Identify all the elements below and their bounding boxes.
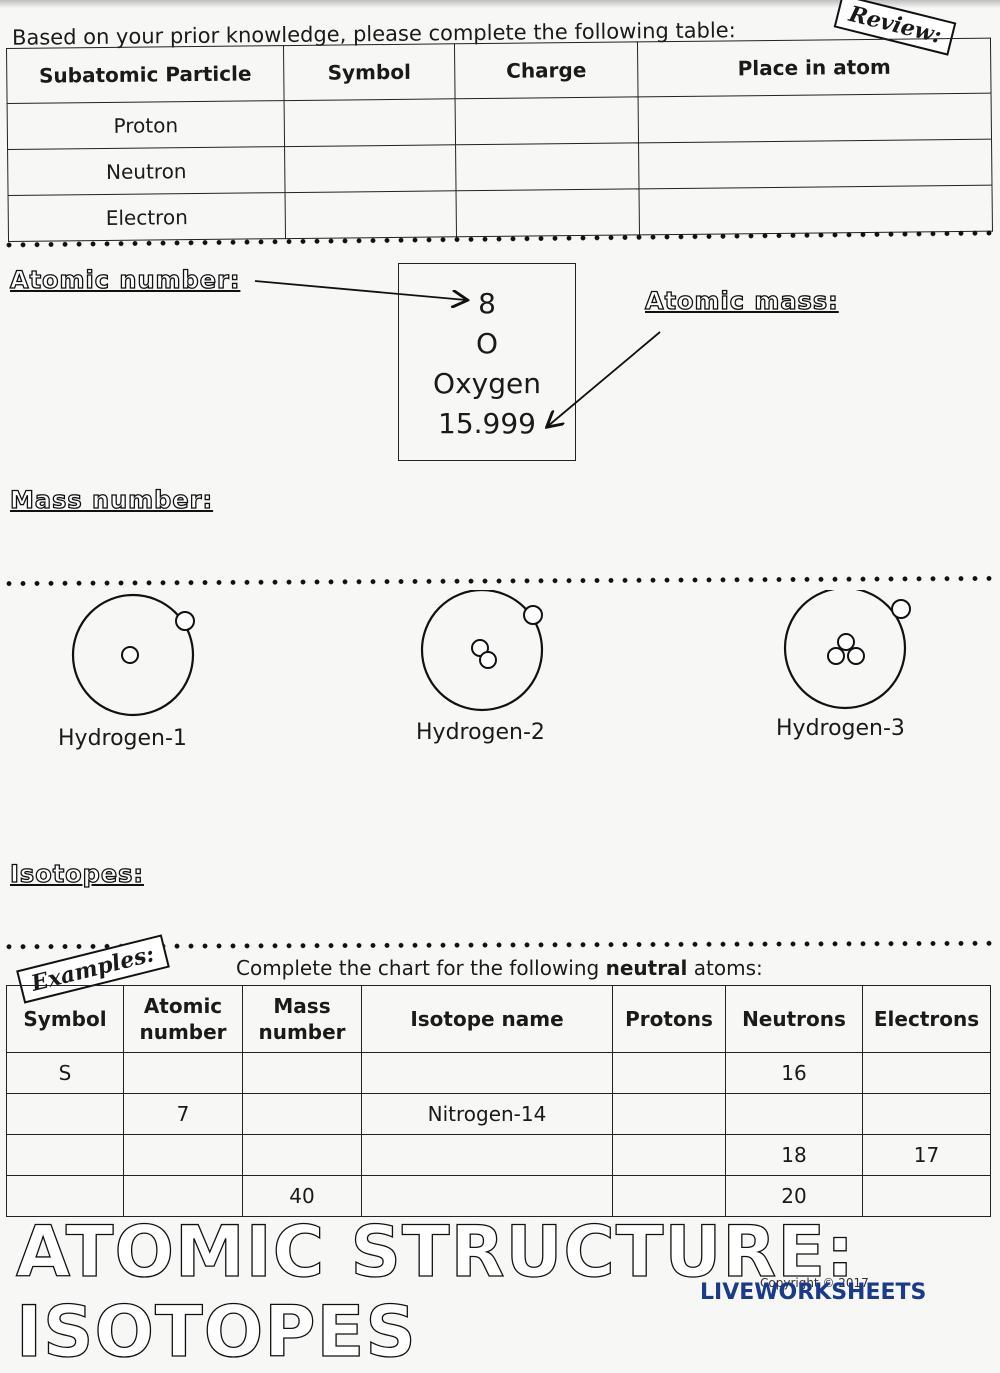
cell[interactable]: 20 <box>725 1175 863 1217</box>
element-name: Oxygen <box>433 367 541 400</box>
arrow-to-atomic-number <box>254 280 466 300</box>
arrow-to-atomic-mass <box>548 331 661 426</box>
col-header: Isotope name <box>361 985 613 1053</box>
cell[interactable] <box>123 1134 243 1176</box>
cell[interactable] <box>6 1093 124 1135</box>
cell[interactable] <box>862 1093 991 1135</box>
table-row: 40 20 <box>6 1175 991 1217</box>
table-row: 18 17 <box>6 1134 991 1176</box>
copyright-text: Copyright © 2017 <box>760 1276 869 1290</box>
col-header: Mass number <box>242 985 362 1053</box>
table-row: S 16 <box>6 1052 991 1094</box>
element-symbol: O <box>475 327 499 360</box>
atomic-mass-label: Atomic mass: <box>644 286 839 315</box>
annotation-arrows <box>254 280 661 470</box>
cell[interactable] <box>123 1052 243 1094</box>
cell[interactable] <box>6 1134 124 1176</box>
cell[interactable]: 18 <box>725 1134 863 1176</box>
examples-instruction: Complete the chart for the following neu… <box>236 956 763 980</box>
hydrogen-1-atom <box>71 593 195 717</box>
col-header: Electrons <box>862 985 991 1053</box>
atomic-number-label: Atomic number: <box>9 265 241 294</box>
element-mass: 15.999 <box>438 407 536 440</box>
cell[interactable]: 7 <box>123 1093 243 1135</box>
cell[interactable] <box>612 1052 726 1094</box>
element-number: 8 <box>478 287 496 320</box>
neutral-emphasis: neutral <box>605 956 688 980</box>
element-tile: 8 O Oxygen 15.999 <box>398 263 576 461</box>
table-header-row: Symbol Atomic number Mass number Isotope… <box>6 985 991 1053</box>
hydrogen-isotopes-diagram <box>71 590 911 717</box>
cell[interactable] <box>612 1093 726 1135</box>
cell[interactable] <box>612 1134 726 1176</box>
isotope-label: Hydrogen-1 <box>58 726 187 751</box>
cell[interactable] <box>6 1175 124 1217</box>
col-header: Symbol <box>6 985 124 1053</box>
dotted-divider <box>1 575 999 587</box>
col-header: Protons <box>612 985 726 1053</box>
page-top-edge <box>0 0 1000 8</box>
col-header: Atomic number <box>123 985 243 1053</box>
cell[interactable]: 16 <box>725 1052 863 1094</box>
mass-number-label: Mass number: <box>9 485 214 514</box>
cell[interactable] <box>123 1175 243 1217</box>
hydrogen-2-atom <box>420 590 544 712</box>
cell[interactable]: 17 <box>862 1134 991 1176</box>
table-row: 7 Nitrogen-14 <box>6 1093 991 1135</box>
liveworksheets-logo[interactable]: LIVEWORKSHEETS <box>700 1280 927 1305</box>
cell[interactable] <box>361 1175 613 1217</box>
col-header: Neutrons <box>725 985 863 1053</box>
cell[interactable] <box>862 1052 991 1094</box>
cell[interactable] <box>862 1175 991 1217</box>
isotope-label: Hydrogen-3 <box>776 716 905 741</box>
isotopes-label: Isotopes: <box>9 859 145 888</box>
isotope-label: Hydrogen-2 <box>416 720 545 745</box>
hydrogen-3-atom <box>783 590 911 710</box>
cell[interactable] <box>242 1052 362 1094</box>
examples-table: Symbol Atomic number Mass number Isotope… <box>6 985 991 1217</box>
cell[interactable] <box>242 1134 362 1176</box>
cell[interactable]: S <box>6 1052 124 1094</box>
cell[interactable]: 40 <box>242 1175 362 1217</box>
cell[interactable] <box>361 1052 613 1094</box>
cell[interactable] <box>361 1134 613 1176</box>
cell[interactable] <box>242 1093 362 1135</box>
cell[interactable] <box>725 1093 863 1135</box>
cell[interactable]: Nitrogen-14 <box>361 1093 613 1135</box>
